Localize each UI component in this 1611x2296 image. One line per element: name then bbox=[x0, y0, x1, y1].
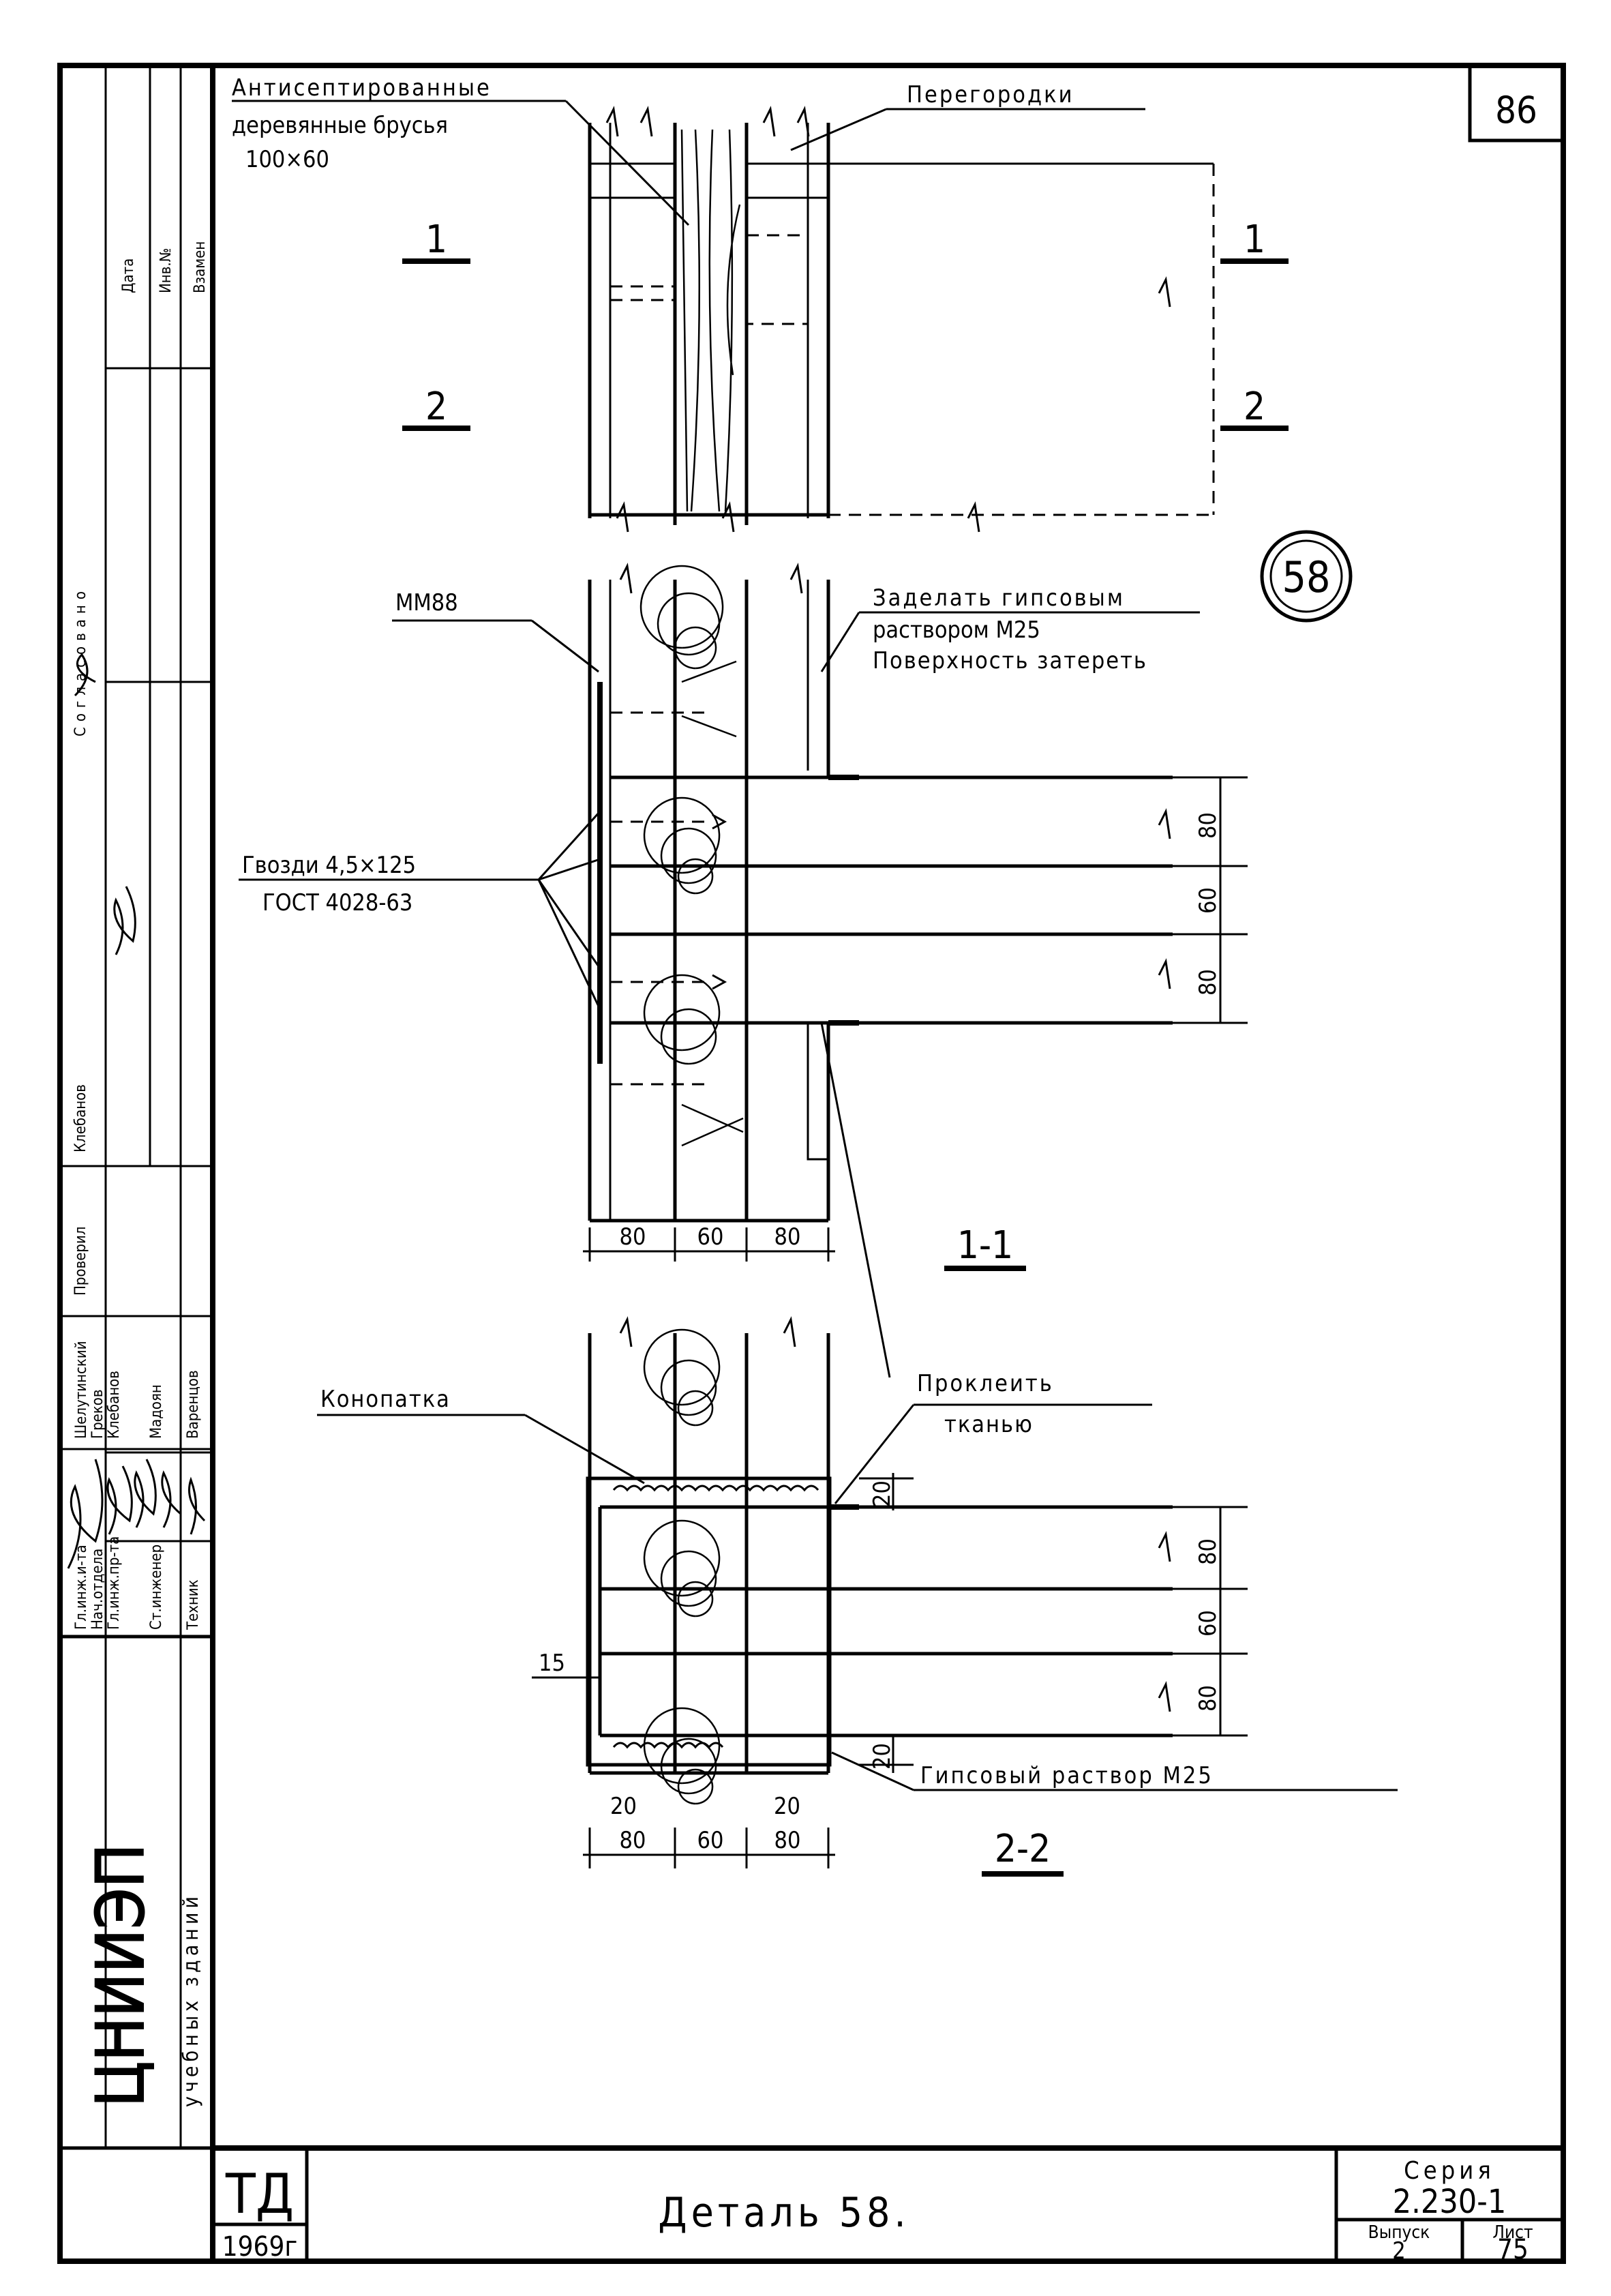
date-label: Дата bbox=[120, 258, 137, 293]
name-madoyan: Мадоян bbox=[148, 1384, 165, 1439]
mm88-leader bbox=[531, 619, 599, 673]
td-mark: ТД bbox=[225, 2162, 294, 2226]
org-logo: ЦНИИЭП bbox=[82, 1843, 159, 2107]
partitions-label: Перегородки bbox=[907, 81, 1074, 108]
nails-label-line2: ГОСТ 4028-63 bbox=[262, 889, 412, 916]
issue-number: 2 bbox=[1392, 2237, 1405, 2265]
dim-2-2-top-20: 20 bbox=[869, 1480, 896, 1507]
mortar-leader bbox=[831, 1751, 914, 1791]
cut-marks bbox=[402, 258, 1289, 431]
signatures bbox=[67, 653, 206, 1569]
beams-label-line2: деревянные брусья bbox=[232, 112, 448, 139]
mortar-label: Гипсовый раствор М25 bbox=[920, 1762, 1214, 1789]
glue-leader bbox=[834, 1404, 915, 1504]
name-varentsov: Варенцов bbox=[185, 1370, 202, 1439]
name-grekov: Греков bbox=[89, 1389, 106, 1439]
dim-2-2-bottom-60: 60 bbox=[697, 1827, 724, 1854]
sheet-frame bbox=[57, 63, 1566, 2264]
plan-view bbox=[588, 106, 1215, 533]
cut-mark-2-left: 2 bbox=[425, 385, 447, 429]
role-senior-engineer: Ст.инженер bbox=[148, 1545, 165, 1630]
checked-role: Проверил bbox=[72, 1227, 89, 1296]
cut-mark-1-left: 1 bbox=[425, 218, 447, 262]
checked-name: Клебанов bbox=[72, 1084, 89, 1152]
role-chief-engineer-institute: Гл.инж.и-та bbox=[73, 1545, 90, 1630]
beams-leader bbox=[564, 100, 690, 226]
fill-label-line2: раствором М25 bbox=[873, 616, 1040, 644]
dim-1-1-bottom-80a: 80 bbox=[620, 1223, 646, 1251]
dim-1-1-right-60: 60 bbox=[1194, 887, 1222, 914]
name-shelutinsky: Шелутинский bbox=[73, 1341, 90, 1439]
corner-sheet-number: 86 bbox=[1495, 89, 1537, 132]
dim-2-2-side-20-right: 20 bbox=[774, 1793, 800, 1820]
org-subtitle: учебных зданий bbox=[179, 1892, 203, 2107]
nails-leaders bbox=[537, 810, 601, 1010]
drawing-title: Деталь 58. bbox=[658, 2189, 909, 2237]
section-2-2-title: 2-2 bbox=[995, 1827, 1051, 1871]
replaces-label: Взамен bbox=[192, 241, 209, 293]
partitions-leader bbox=[790, 108, 887, 151]
year: 1969г bbox=[222, 2231, 297, 2263]
beams-label-line3: 100×60 bbox=[245, 146, 329, 173]
fill-label-line3: Поверхность затереть bbox=[873, 647, 1147, 674]
detail-marker-outer bbox=[1260, 530, 1353, 623]
dim-2-2-bottom-80b: 80 bbox=[774, 1827, 801, 1854]
sheet-number: 75 bbox=[1497, 2234, 1529, 2265]
glue-label-line1: Проклеить bbox=[917, 1370, 1054, 1397]
inventory-label: Инв.№ bbox=[157, 248, 175, 293]
dim-1-1-right-80a: 80 bbox=[1194, 812, 1222, 839]
caulk-leader bbox=[524, 1414, 645, 1485]
issue-label: Выпуск bbox=[1368, 2222, 1430, 2243]
sheet-label: Лист bbox=[1492, 2222, 1533, 2243]
series-number: 2.230-1 bbox=[1393, 2183, 1507, 2221]
title-block bbox=[213, 2148, 1563, 2261]
role-chief-engineer-project: Гл.инж.пр-та bbox=[106, 1536, 123, 1630]
dim-1-1-bottom-80b: 80 bbox=[774, 1223, 801, 1251]
beams-label-line1: Антисептированные bbox=[232, 74, 492, 102]
fill-label-line1: Заделать гипсовым bbox=[873, 584, 1125, 612]
approval-label: Согласовано bbox=[72, 586, 89, 736]
detail-marker-inner bbox=[1269, 539, 1343, 613]
mm88-label: ММ88 bbox=[395, 589, 458, 616]
cut-mark-1-right: 1 bbox=[1244, 218, 1265, 262]
fill-leader bbox=[820, 612, 860, 672]
series-label: Серия bbox=[1404, 2157, 1495, 2185]
dim-2-2-right-60: 60 bbox=[1194, 1610, 1222, 1637]
dim-1-1-right-80b: 80 bbox=[1194, 969, 1222, 996]
dim-2-2-15: 15 bbox=[539, 1650, 565, 1677]
dim-2-2-bottom-20: 20 bbox=[869, 1743, 896, 1770]
dim-2-2-right-80b: 80 bbox=[1194, 1685, 1222, 1712]
cut-mark-2-right: 2 bbox=[1244, 385, 1265, 429]
approval-strip bbox=[60, 65, 213, 2148]
role-technician: Техник bbox=[185, 1579, 202, 1630]
detail-marker-number: 58 bbox=[1282, 552, 1331, 602]
section-1-1-title: 1-1 bbox=[957, 1223, 1013, 1268]
dim-2-2-right-80a: 80 bbox=[1194, 1538, 1222, 1565]
glue-label-line2: тканью bbox=[944, 1411, 1034, 1438]
role-head-of-department: Нач.отдела bbox=[89, 1549, 106, 1630]
section-1-1 bbox=[583, 563, 1248, 1378]
dim-2-2-side-20-left: 20 bbox=[610, 1793, 637, 1820]
nails-label-line1: Гвозди 4,5×125 bbox=[242, 852, 416, 879]
name-klebanov: Клебанов bbox=[106, 1371, 123, 1439]
section-2-2 bbox=[532, 1316, 1248, 1868]
dim-2-2-bottom-80a: 80 bbox=[620, 1827, 646, 1854]
dim-1-1-bottom-60: 60 bbox=[697, 1223, 724, 1251]
caulk-label: Конопатка bbox=[320, 1386, 451, 1413]
